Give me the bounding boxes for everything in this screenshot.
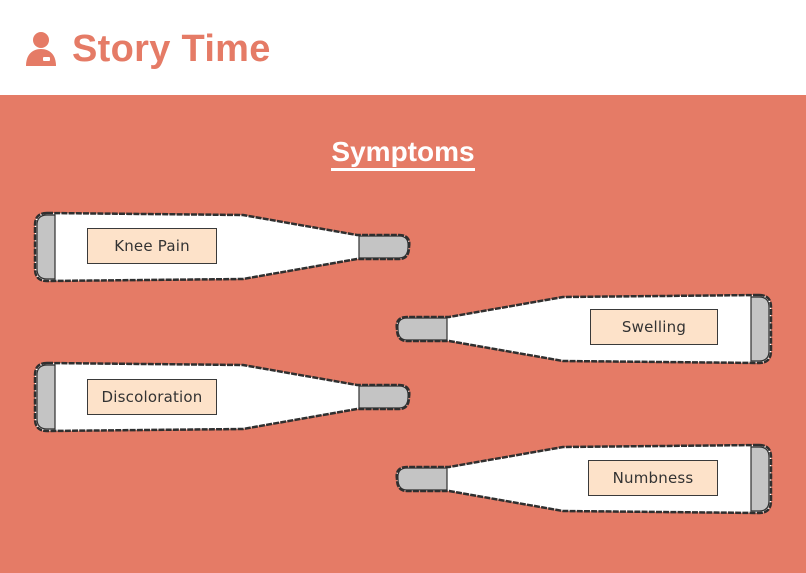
app-header: Story Time <box>0 0 806 95</box>
symptom-label: Knee Pain <box>87 228 217 264</box>
app-title: Story Time <box>72 28 271 70</box>
symptom-card-swelling[interactable]: Swelling <box>395 293 773 365</box>
symptom-card-numbness[interactable]: Numbness <box>395 443 773 515</box>
symptom-label: Discoloration <box>87 379 217 415</box>
symptom-card-knee-pain[interactable]: Knee Pain <box>33 211 411 283</box>
symptom-card-discoloration[interactable]: Discoloration <box>33 361 411 433</box>
section-title: Symptoms <box>0 135 806 171</box>
symptom-label: Numbness <box>588 460 718 496</box>
symptom-label: Swelling <box>590 309 718 345</box>
brand[interactable]: Story Time <box>24 26 271 72</box>
person-icon <box>26 32 56 66</box>
section-title-text: Symptoms <box>331 136 475 171</box>
symptoms-stage: Symptoms Knee Pain Swelling Discoloratio… <box>0 95 806 573</box>
